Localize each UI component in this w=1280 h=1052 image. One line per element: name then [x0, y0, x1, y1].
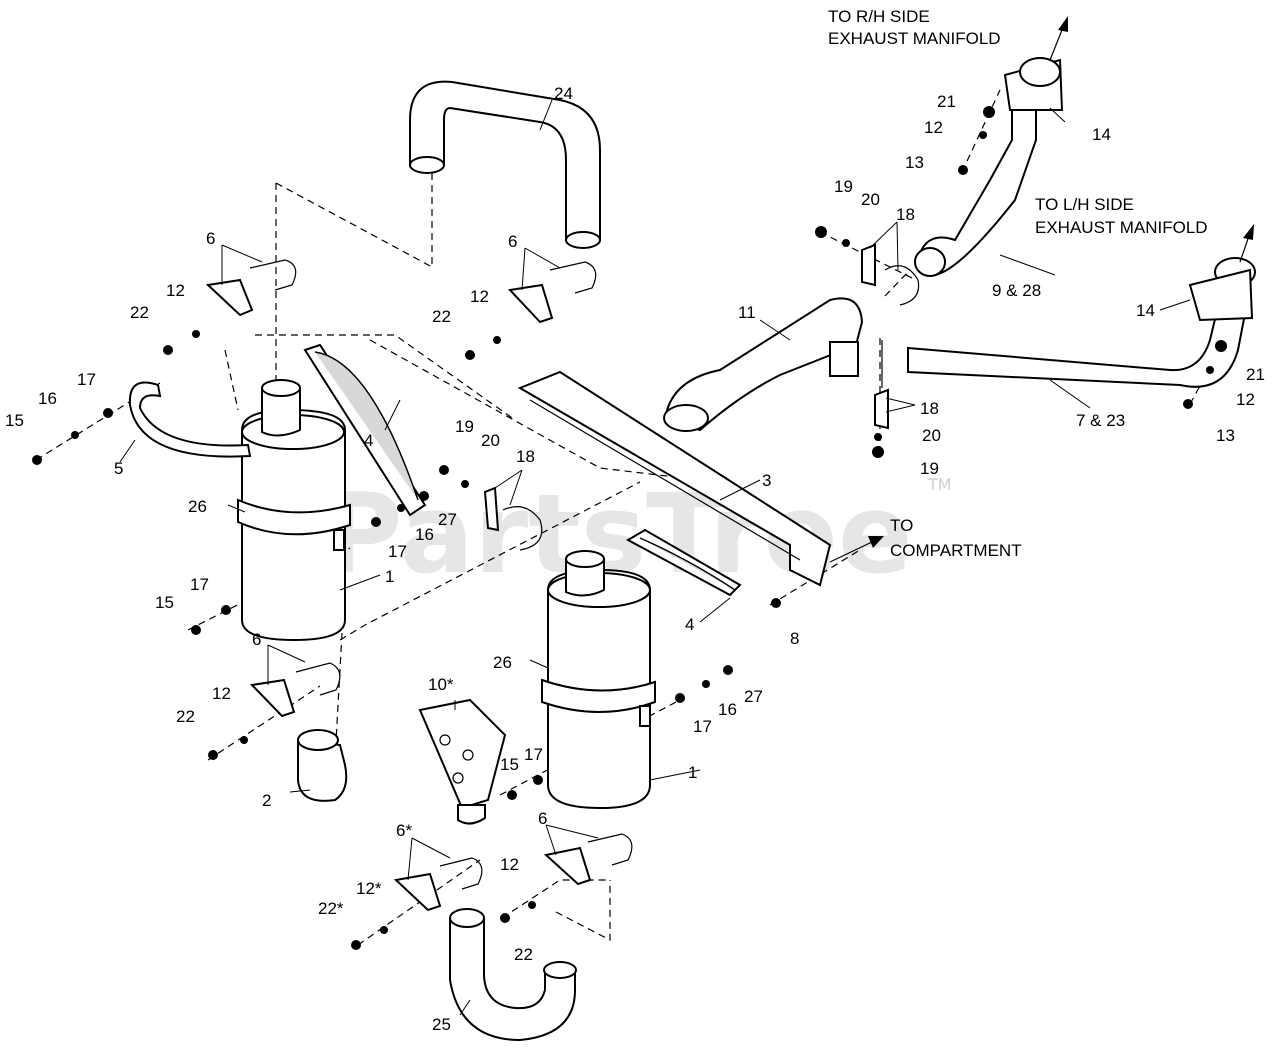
- callout: 1: [688, 763, 697, 782]
- callout: 24: [554, 84, 573, 103]
- note-lh-line1: TO L/H SIDE: [1035, 195, 1134, 214]
- callout: 17: [524, 745, 543, 764]
- callout: 4: [685, 615, 694, 634]
- callout: 12: [500, 855, 519, 874]
- callout: 6*: [396, 821, 412, 840]
- callout: 4: [364, 431, 373, 450]
- callout: 20: [861, 190, 880, 209]
- callout: 6: [508, 232, 517, 251]
- callout: 3: [762, 471, 771, 490]
- callout: 21: [937, 92, 956, 111]
- callout: 12*: [356, 879, 382, 898]
- callout: 22*: [318, 899, 344, 918]
- callout: 1: [385, 567, 394, 586]
- muffler-upper: [237, 379, 351, 642]
- u-bolt-clamp-mid-left: [249, 662, 341, 718]
- notes: TO R/H SIDE EXHAUST MANIFOLD TO L/H SIDE…: [828, 7, 1208, 560]
- callout: 15: [500, 755, 519, 774]
- callout: 6: [538, 809, 547, 828]
- callout: 25: [432, 1015, 451, 1034]
- callout: 17: [693, 717, 712, 736]
- callout: 12: [1236, 390, 1255, 409]
- callout: 16: [38, 389, 57, 408]
- callout: 5: [114, 459, 123, 478]
- bracket-10: [418, 698, 507, 825]
- callout: 8: [790, 629, 799, 648]
- note-compartment-line1: TO: [890, 516, 913, 535]
- callout: 15: [5, 411, 24, 430]
- callout: 22: [514, 945, 533, 964]
- u-bolt-clamp-upper-left: [205, 259, 297, 317]
- callout: 19: [920, 459, 939, 478]
- callout: 20: [922, 426, 941, 445]
- note-compartment-line2: COMPARTMENT: [890, 541, 1022, 560]
- pipe-7-23: [907, 257, 1256, 388]
- u-bolt-clamp-lower-left: [393, 857, 483, 912]
- callout: 7 & 23: [1076, 411, 1125, 430]
- callout: 18: [896, 205, 915, 224]
- callout: 19: [455, 417, 474, 436]
- hanger-clamp-18-top: [861, 243, 920, 306]
- callout: 13: [905, 153, 924, 172]
- callout: 15: [155, 593, 174, 612]
- pipe-11: [663, 297, 864, 432]
- note-lh-line2: EXHAUST MANIFOLD: [1035, 218, 1208, 237]
- callout: 19: [834, 177, 853, 196]
- callout: 10*: [428, 675, 454, 694]
- crossover-pipe-24: [409, 80, 601, 249]
- callout: 22: [130, 303, 149, 322]
- callout: 14: [1136, 301, 1155, 320]
- callout: 16: [415, 525, 434, 544]
- mounting-bracket-3: [517, 370, 832, 587]
- callout: 14: [1092, 125, 1111, 144]
- direction-arrows: [829, 16, 1254, 563]
- callout: 22: [432, 307, 451, 326]
- callout: 6: [252, 630, 261, 649]
- callout: 21: [1246, 365, 1265, 384]
- callout: 17: [77, 370, 96, 389]
- callout: 27: [438, 510, 457, 529]
- heat-shield-lower: [625, 528, 742, 597]
- callout: 2: [262, 791, 271, 810]
- u-bolt-clamp-upper-right: [507, 261, 597, 324]
- callout: 17: [190, 575, 209, 594]
- strap-5: [128, 381, 252, 458]
- hanger-clamp-18-right: [874, 340, 889, 430]
- note-rh-line1: TO R/H SIDE: [828, 7, 930, 26]
- pipe-9-28: [914, 57, 1064, 277]
- note-rh-line2: EXHAUST MANIFOLD: [828, 29, 1001, 48]
- callout: 6: [206, 229, 215, 248]
- elbow-pipe-2: [297, 729, 348, 802]
- tailpipe-25: [449, 908, 577, 1042]
- callout: 9 & 28: [992, 281, 1041, 300]
- callout: 12: [212, 684, 231, 703]
- callout: 12: [470, 287, 489, 306]
- callout: 16: [718, 700, 737, 719]
- callout: 18: [920, 399, 939, 418]
- heat-shield-upper: [303, 343, 427, 517]
- callouts: 24 6 12 22 6 12 22 17 16 15 5 4 19 20 18…: [5, 84, 1265, 1034]
- muffler-lower: [541, 550, 656, 810]
- callout: 12: [924, 118, 943, 137]
- callout: 18: [516, 447, 535, 466]
- hardware: [32, 106, 1227, 950]
- leader-lines: [119, 99, 1191, 1016]
- callout: 22: [176, 707, 195, 726]
- hanger-clamp-18-center: [483, 486, 543, 551]
- callout: 27: [744, 687, 763, 706]
- callout: 13: [1216, 426, 1235, 445]
- u-bolt-clamp-lower-right: [543, 833, 633, 886]
- callout: 11: [738, 303, 756, 322]
- callout: 26: [188, 497, 207, 516]
- callout: 17: [388, 542, 407, 561]
- callout: 20: [481, 431, 500, 450]
- callout: 26: [493, 653, 512, 672]
- callout: 12: [166, 281, 185, 300]
- watermark-tm: TM: [927, 475, 952, 494]
